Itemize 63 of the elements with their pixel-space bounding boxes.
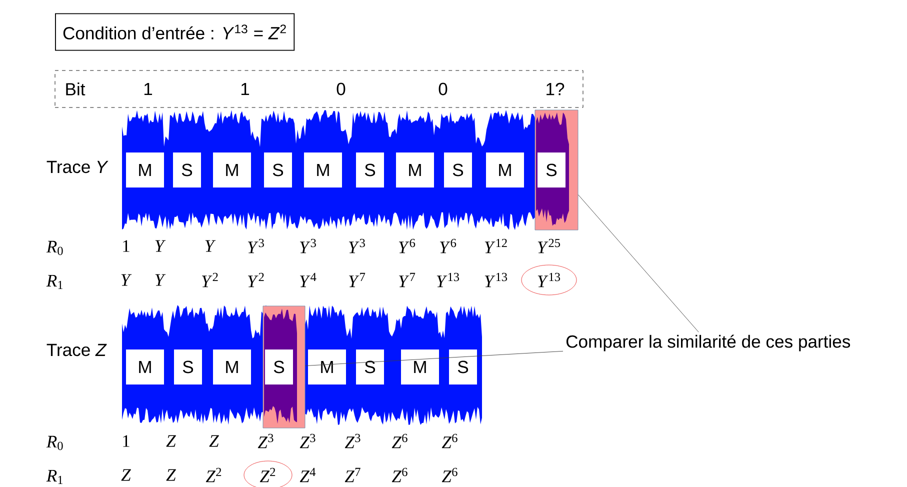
register-value: Y$^{2}$ bbox=[202, 272, 218, 288]
register-value: Y$^{4}$ bbox=[300, 272, 316, 288]
operation-box: M bbox=[126, 350, 164, 384]
leader-line bbox=[305, 350, 564, 366]
operation-box: M bbox=[126, 152, 164, 188]
register-value: Z$^{3}$ bbox=[258, 434, 274, 448]
bit-row-box: Bit 1 1 0 0 1? bbox=[54, 70, 584, 108]
register-value: Z$^{7}$ bbox=[344, 468, 360, 482]
operation-box: M bbox=[213, 152, 251, 188]
register-value: Z$^{6}$ bbox=[442, 468, 458, 482]
operation-box: M bbox=[401, 350, 439, 384]
register-value: Y$^{7}$ bbox=[348, 272, 366, 288]
register-value: Z$^{3}$ bbox=[300, 434, 316, 448]
register-value: Y bbox=[155, 240, 166, 252]
register-value: Z bbox=[121, 469, 131, 481]
register-value: Y$^{3}$ bbox=[300, 238, 316, 254]
operation-box: S bbox=[264, 152, 292, 188]
trace-label: Trace Z bbox=[46, 344, 107, 356]
register-value: Y$^{6}$ bbox=[440, 238, 456, 254]
operation-box: S bbox=[173, 152, 201, 188]
register-value: Y bbox=[155, 274, 166, 286]
operation-box: M bbox=[304, 152, 342, 188]
operation-box: S bbox=[265, 350, 293, 384]
register-value: Z$^{6}$ bbox=[442, 434, 458, 448]
register-value: Y$^{6}$ bbox=[398, 238, 416, 254]
register-value: Z$^{6}$ bbox=[392, 434, 408, 448]
register-value: Z bbox=[166, 469, 176, 481]
register-value: Y$^{3}$ bbox=[348, 238, 365, 254]
register-value: Y$^{13}$ bbox=[436, 272, 460, 288]
register-label: R$_{1}$ bbox=[46, 470, 63, 484]
register-label: R$_{1}$ bbox=[46, 274, 63, 289]
register-value: Y$^{12}$ bbox=[484, 238, 507, 254]
register-value: Y bbox=[205, 240, 216, 252]
register-value: Y$^{3}$ bbox=[248, 238, 264, 254]
register-value: Z$^{2}$ bbox=[206, 468, 222, 482]
trace-label: Trace Y bbox=[46, 160, 108, 174]
circled-value: Z$^{2}$ bbox=[244, 460, 292, 487]
register-value: Y$^{7}$ bbox=[398, 272, 416, 288]
register-value: 1 bbox=[123, 435, 130, 447]
condition-box: Condition d’entrée : Y$^{13}$ = Z$^{2}$ bbox=[55, 13, 295, 51]
operation-box: S bbox=[444, 152, 472, 188]
operation-box: M bbox=[213, 350, 251, 384]
circled-value: Y$^{13}$ bbox=[521, 264, 577, 296]
register-value: Y bbox=[121, 274, 132, 286]
register-label: R$_{0}$ bbox=[46, 436, 63, 450]
operation-box: S bbox=[449, 350, 477, 384]
operation-box: S bbox=[356, 350, 384, 384]
operation-box: M bbox=[308, 350, 346, 384]
register-value: Z$^{6}$ bbox=[392, 468, 408, 482]
register-value: Z$^{3}$ bbox=[344, 434, 360, 448]
callout-text: Comparer la similarité de ces parties bbox=[566, 334, 850, 352]
register-value: Y$^{2}$ bbox=[248, 272, 264, 288]
operation-box: S bbox=[538, 152, 566, 188]
register-label: R$_{0}$ bbox=[46, 240, 63, 256]
operation-box: S bbox=[356, 152, 384, 188]
leader-line bbox=[578, 194, 699, 332]
register-value: Z bbox=[209, 435, 219, 447]
operation-box: M bbox=[486, 152, 524, 188]
register-value: Y$^{25}$ bbox=[538, 238, 560, 254]
register-value: 1 bbox=[123, 240, 130, 252]
operation-box: M bbox=[396, 152, 434, 188]
operation-box: S bbox=[174, 350, 202, 384]
register-value: Z bbox=[166, 435, 176, 447]
